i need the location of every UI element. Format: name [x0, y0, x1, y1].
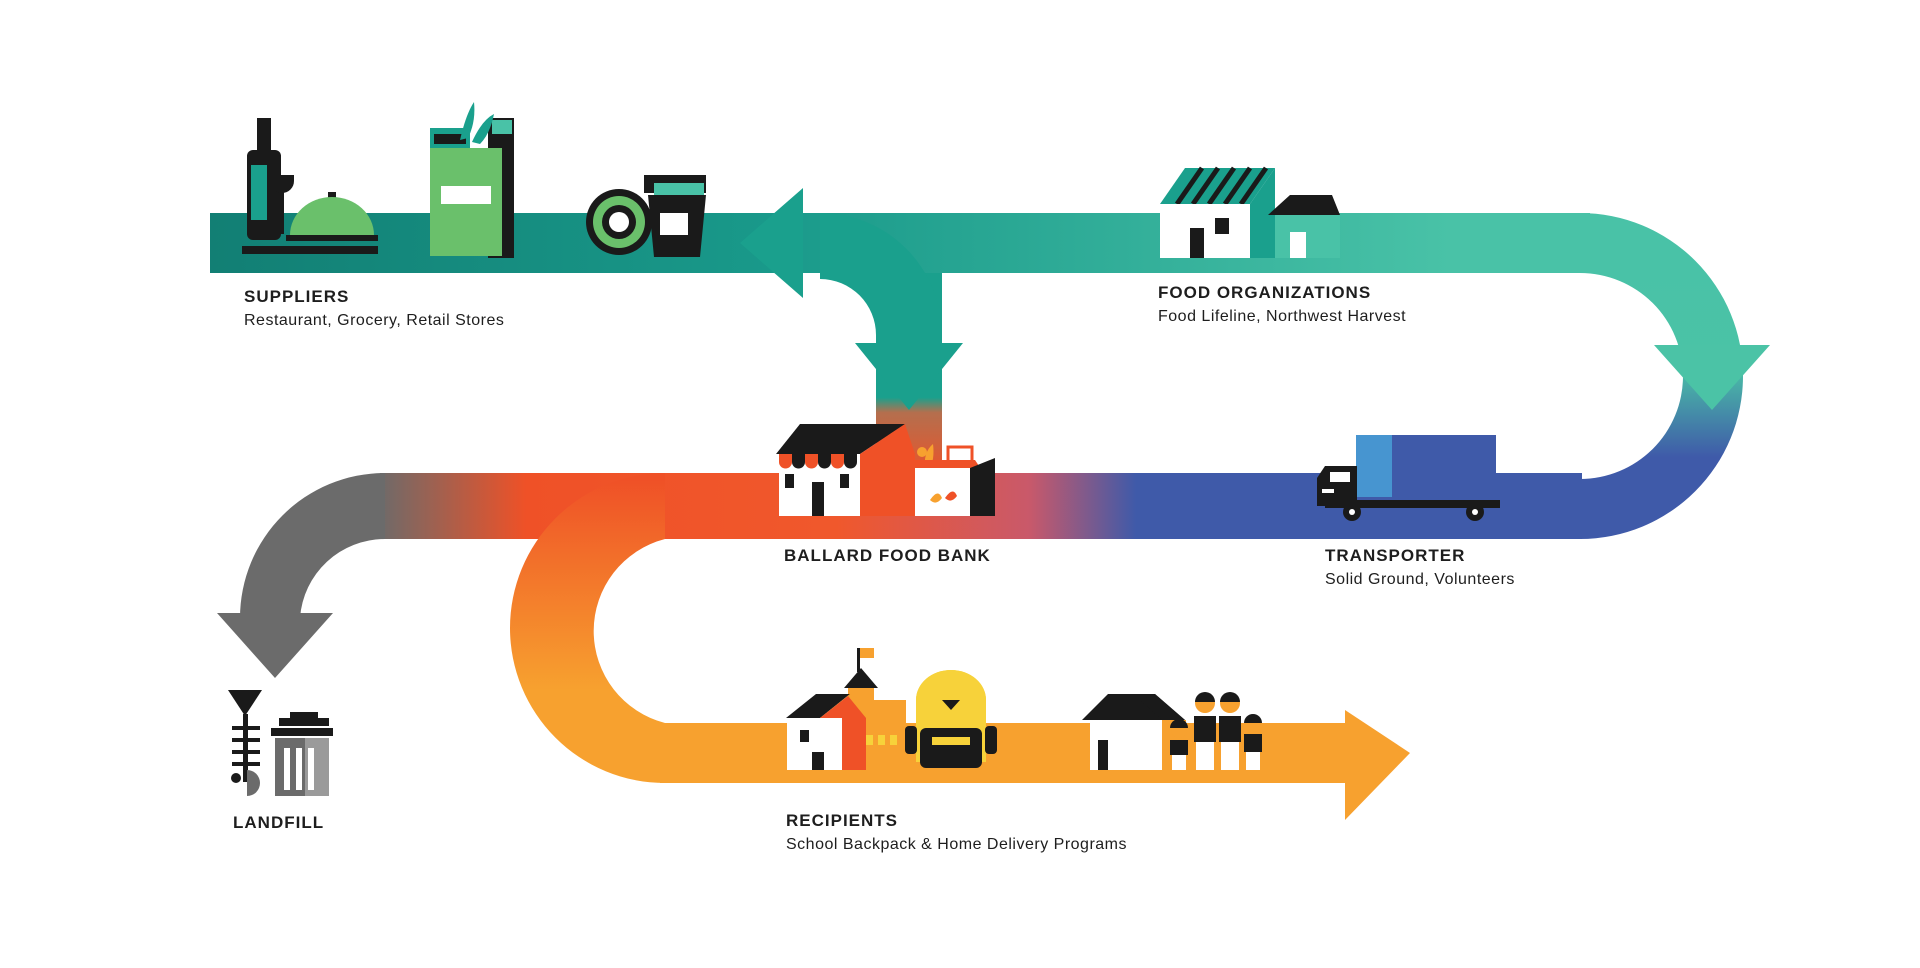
flow-band-landfill-curve	[240, 473, 385, 618]
flow-band-right-curve	[1580, 213, 1743, 539]
school-icon	[786, 648, 906, 770]
food-organizations-title: FOOD ORGANIZATIONS	[1158, 283, 1372, 302]
house-icon	[1268, 195, 1340, 258]
arrow-head-down-foodbank	[855, 343, 963, 410]
coffee-cup-icon	[644, 175, 706, 257]
suppliers-label: SUPPLIERS Restaurant, Grocery, Retail St…	[244, 287, 504, 330]
flow-band-recipients-curve	[510, 473, 665, 783]
suppliers-subtitle: Restaurant, Grocery, Retail Stores	[244, 312, 505, 329]
home-icon	[1082, 694, 1186, 770]
food-bank-building-icon	[776, 424, 915, 516]
arrow-head-down-landfill	[217, 613, 333, 678]
arrow-head-down-right	[1654, 345, 1770, 410]
truck-icon	[1317, 435, 1500, 521]
wine-bottle-icon	[247, 118, 294, 240]
backpack-icon	[905, 670, 997, 768]
family-icon	[1170, 692, 1262, 770]
food-organizations-label: FOOD ORGANIZATIONS Food Lifeline, Northw…	[1158, 283, 1406, 326]
transporter-subtitle: Solid Ground, Volunteers	[1325, 571, 1515, 588]
cloche-dish-icon	[242, 192, 378, 254]
food-bank-label: BALLARD FOOD BANK	[784, 546, 991, 566]
donut-icon	[586, 189, 652, 255]
trash-can-icon	[271, 712, 333, 796]
fish-bone-icon	[228, 690, 262, 796]
recipients-title: RECIPIENTS	[786, 811, 899, 830]
landfill-title: LANDFILL	[233, 813, 325, 832]
recipients-label: RECIPIENTS School Backpack & Home Delive…	[786, 811, 1127, 854]
warehouse-icon	[1160, 166, 1275, 258]
food-box-icon	[905, 444, 995, 516]
transporter-label: TRANSPORTER Solid Ground, Volunteers	[1325, 546, 1515, 589]
arrow-head-right-recipients	[1345, 710, 1410, 820]
transporter-title: TRANSPORTER	[1325, 546, 1466, 565]
recipients-subtitle: School Backpack & Home Delivery Programs	[786, 836, 1128, 853]
landfill-label: LANDFILL	[233, 813, 324, 833]
food-bank-title: BALLARD FOOD BANK	[784, 546, 991, 565]
suppliers-title: SUPPLIERS	[244, 287, 350, 306]
grocery-bag-icon	[430, 102, 514, 258]
arrow-head-left	[740, 188, 803, 298]
food-organizations-subtitle: Food Lifeline, Northwest Harvest	[1158, 308, 1407, 325]
flow-band-down-curve	[820, 213, 942, 335]
